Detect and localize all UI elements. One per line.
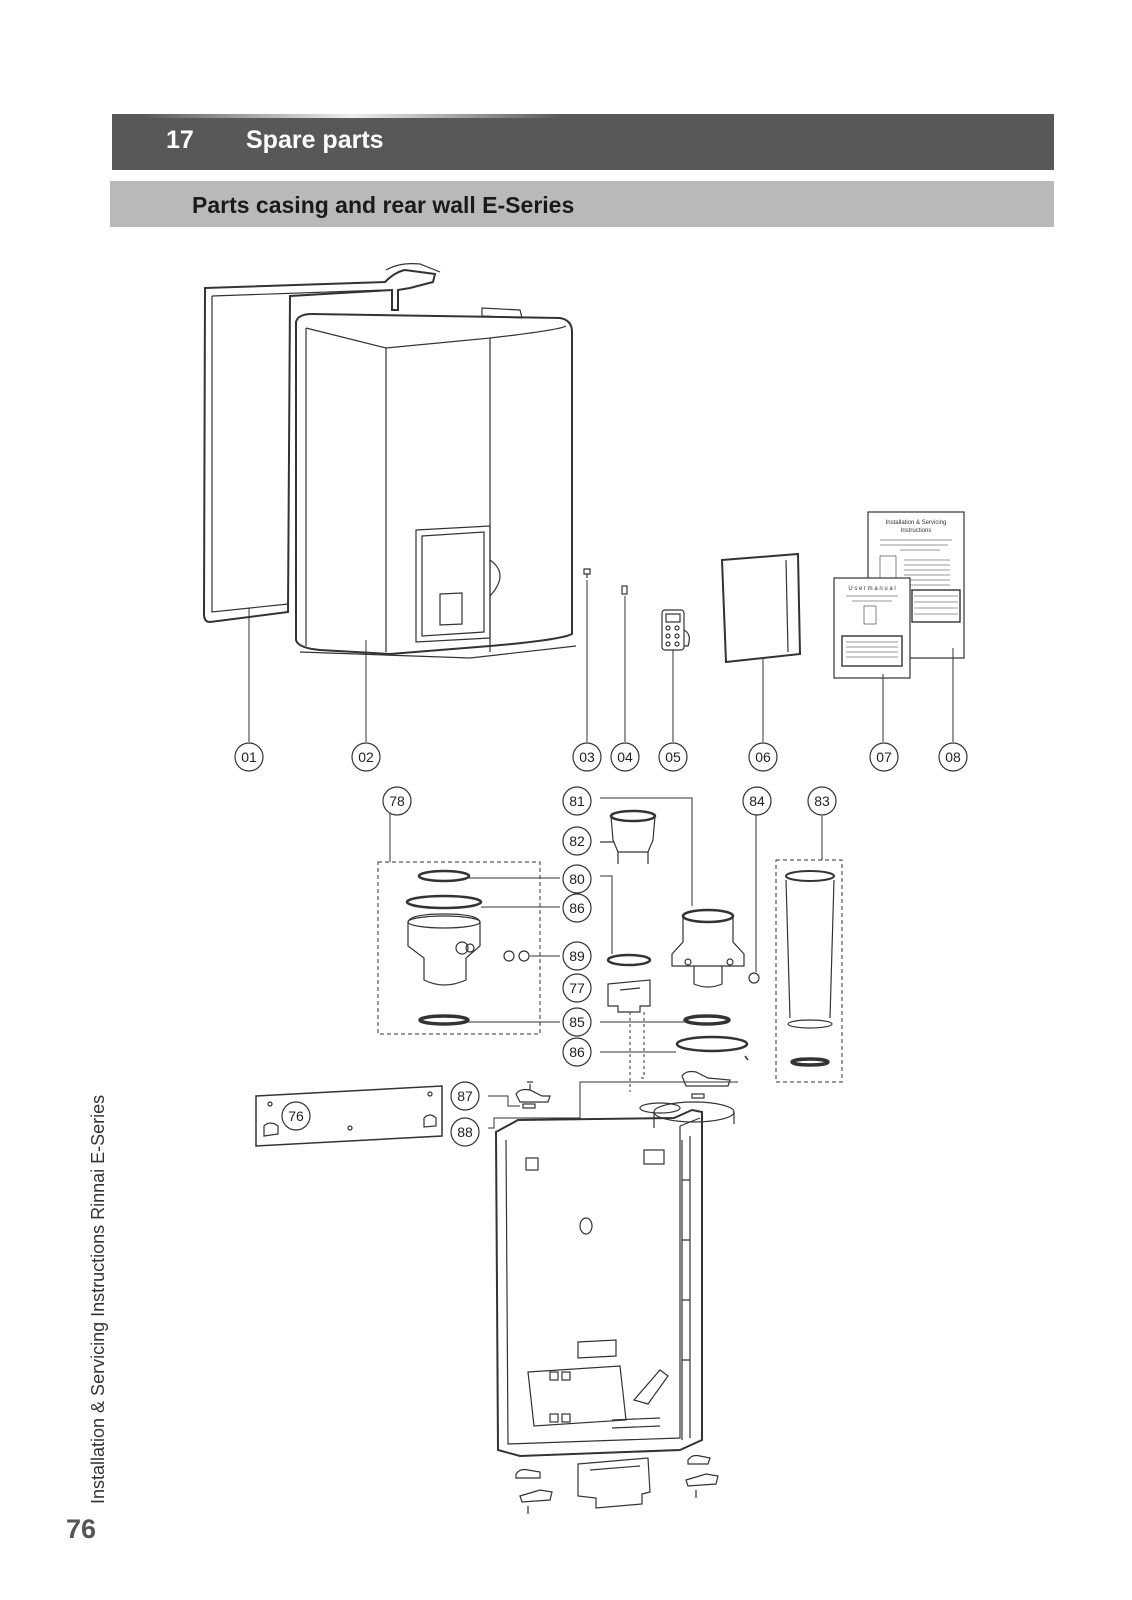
svg-text:80: 80	[569, 871, 585, 887]
svg-text:84: 84	[749, 793, 765, 809]
svg-text:05: 05	[665, 749, 681, 765]
side-running-title: Installation & Servicing Instructions Ri…	[88, 1094, 108, 1504]
section-number: 17	[166, 126, 194, 154]
svg-text:77: 77	[569, 980, 585, 996]
part-seal-ring	[600, 875, 652, 967]
svg-text:83: 83	[814, 793, 830, 809]
callout-86-upper: 86	[562, 893, 592, 923]
part-gasket-right	[675, 1014, 749, 1061]
part-extension-pipe	[775, 816, 843, 1083]
svg-text:06: 06	[755, 749, 771, 765]
part-flue-connector	[600, 809, 657, 864]
callout-80: 80	[562, 864, 592, 894]
part-wall-bracket	[255, 1085, 443, 1147]
leader-lines-middle	[468, 877, 684, 1092]
callout-02: 02	[351, 742, 381, 772]
callout-88: 88	[450, 1117, 480, 1147]
subsection-title: Parts casing and rear wall E-Series	[192, 192, 575, 218]
svg-text:08: 08	[945, 749, 961, 765]
installation-manual-title-line2: Instructions	[901, 528, 932, 534]
svg-text:78: 78	[389, 793, 405, 809]
callout-03: 03	[572, 742, 602, 772]
installation-manual-title: Installation & Servicing	[886, 520, 947, 526]
svg-text:03: 03	[579, 749, 595, 765]
callout-07: 07	[869, 742, 899, 772]
section-header: 17 Spare parts	[112, 114, 1054, 170]
leader-lines-top	[248, 580, 954, 742]
part-hanging-clips	[488, 1070, 738, 1129]
svg-text:86: 86	[569, 1044, 585, 1060]
svg-text:76: 76	[288, 1108, 304, 1124]
part-flue-adaptor-assembly	[377, 800, 541, 1035]
part-bracket	[607, 979, 651, 1013]
callout-83: 83	[807, 786, 837, 816]
callout-82: 82	[562, 826, 592, 856]
page-number: 76	[66, 1514, 97, 1544]
callout-06: 06	[748, 742, 778, 772]
svg-text:02: 02	[358, 749, 374, 765]
svg-text:01: 01	[241, 749, 257, 765]
callout-05: 05	[658, 742, 688, 772]
callout-89: 89	[562, 941, 592, 971]
callout-77: 77	[562, 973, 592, 1003]
part-casing	[295, 307, 577, 659]
svg-text:89: 89	[569, 948, 585, 964]
svg-text:04: 04	[617, 749, 633, 765]
part-cover-plate	[720, 552, 802, 664]
part-user-manual: U s e r m a n u a l	[833, 577, 961, 679]
callout-01: 01	[234, 742, 264, 772]
part-rear-wall	[494, 1101, 735, 1458]
callout-86-lower: 86	[562, 1037, 592, 1067]
part-remote-control	[661, 609, 690, 651]
part-screw	[583, 568, 591, 578]
part-clip	[621, 585, 628, 595]
svg-text:86: 86	[569, 900, 585, 916]
user-manual-title: U s e r m a n u a l	[848, 586, 895, 592]
callout-08: 08	[938, 742, 968, 772]
svg-text:87: 87	[457, 1088, 473, 1104]
callout-76: 76	[281, 1101, 311, 1131]
part-plug	[748, 812, 760, 984]
part-bottom-brackets	[515, 1454, 719, 1514]
subsection-header: Parts casing and rear wall E-Series	[110, 181, 1054, 227]
header-sheen	[142, 114, 562, 118]
svg-text:85: 85	[569, 1014, 585, 1030]
svg-text:07: 07	[876, 749, 892, 765]
callouts: 01 02 03 04 05 06 07 08 78 81 82 80 86 8…	[234, 742, 968, 1147]
section-title: Spare parts	[246, 126, 384, 154]
callout-85: 85	[562, 1007, 592, 1037]
callout-78: 78	[382, 786, 412, 816]
svg-text:81: 81	[569, 793, 585, 809]
svg-text:88: 88	[457, 1124, 473, 1140]
part-flue-turret	[600, 797, 745, 988]
callout-87: 87	[450, 1081, 480, 1111]
callout-04: 04	[610, 742, 640, 772]
callout-81: 81	[562, 786, 592, 816]
callout-84: 84	[742, 786, 772, 816]
part-front-panel-frame	[202, 263, 441, 624]
svg-text:82: 82	[569, 833, 585, 849]
